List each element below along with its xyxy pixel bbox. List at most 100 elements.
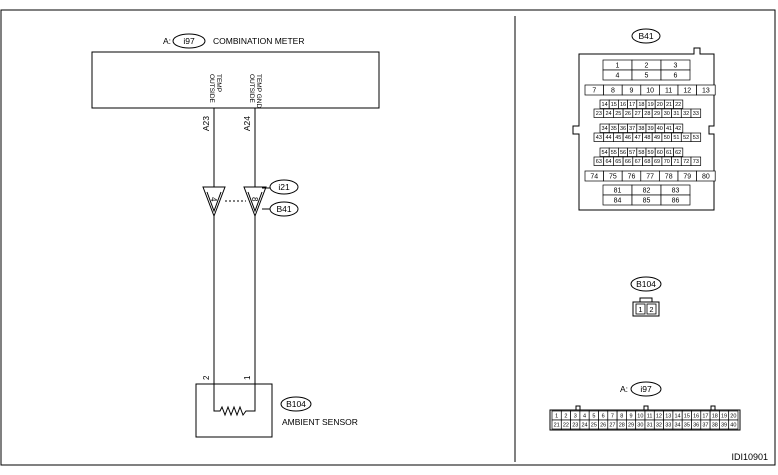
pin-cell: 8 [603, 84, 623, 96]
pin-number: 33 [665, 422, 671, 428]
pin-cell: 34 [599, 123, 610, 133]
pin-number: 32 [683, 111, 689, 117]
pin-number: 39 [721, 422, 727, 428]
pin-number: 5 [645, 73, 649, 80]
pin-number: 19 [648, 102, 654, 108]
pin-number: 10 [646, 88, 654, 95]
pin-number: 82 [643, 188, 651, 195]
pin-number: 70 [664, 159, 670, 165]
pin-cell: 54 [599, 147, 610, 157]
pin-cell: 12 [653, 410, 664, 421]
pin-cell: 51 [671, 132, 682, 142]
pin-cell: 76 [621, 170, 642, 182]
pin-cell: 7 [584, 84, 604, 96]
pin-number: 32 [656, 422, 662, 428]
pin-cell: 82 [631, 184, 662, 196]
pin-number: 28 [619, 422, 625, 428]
pin-cell: 11 [644, 410, 655, 421]
pin-number: 28 [644, 111, 650, 117]
pin-cell: 16 [618, 99, 628, 109]
pin-cell: 3 [660, 59, 691, 71]
pin-cell: 56 [618, 147, 628, 157]
pin-cell: 78 [659, 170, 679, 182]
pin-cell: 25 [613, 108, 624, 118]
b104-pin-1: 1 [638, 305, 642, 314]
pin-number: 16 [620, 102, 626, 108]
pin-cell: 23 [570, 419, 581, 430]
pin-number: 9 [630, 413, 633, 419]
combination-meter-box [91, 51, 380, 109]
pin-cell: 9 [626, 410, 637, 421]
pin-cell: 35 [681, 419, 692, 430]
pin-cell: 70 [661, 156, 672, 166]
pin-cell: 6 [598, 410, 609, 421]
b104-connector-tag: B104 [630, 276, 662, 292]
pin-number: 71 [673, 159, 679, 165]
pin-cell: 42 [673, 123, 684, 133]
pin-cell: 68 [642, 156, 653, 166]
pin-cell: 14 [599, 99, 610, 109]
sensor-name: AMBIENT SENSOR [282, 417, 358, 427]
pin-number: 3 [674, 63, 678, 70]
pin-number: 17 [629, 102, 635, 108]
pin-number: 29 [628, 422, 634, 428]
tag-b41: B41 [269, 201, 299, 217]
b104-connector-label: B104 [636, 279, 656, 289]
pin-number: 53 [693, 135, 699, 141]
pin-number: 24 [605, 111, 611, 117]
pin-cell: 69 [651, 156, 663, 166]
pin-cell: 39 [719, 419, 730, 430]
diagram-border [0, 9, 776, 466]
pin-number: 8 [611, 88, 615, 95]
pin-cell: 8 [616, 410, 627, 421]
pin-number: 47 [635, 135, 641, 141]
pin-cell: 24 [579, 419, 590, 430]
pin-number: 61 [666, 150, 672, 156]
pin-cell: 15 [681, 410, 692, 421]
pin-number: 27 [635, 111, 641, 117]
pin-cell: 80 [696, 170, 716, 182]
pin-number: 26 [600, 422, 606, 428]
pin-number: 44 [605, 135, 611, 141]
signal-1-name-line1: OUTSIDE [208, 74, 215, 104]
pin-number: 83 [672, 188, 680, 195]
pin-number: 36 [693, 422, 699, 428]
pin-cell: 28 [616, 419, 627, 430]
pin-cell: 20 [654, 99, 665, 109]
pin-cell: 10 [635, 410, 646, 421]
pin-number: 59 [648, 150, 654, 156]
pin-cell: 86 [660, 194, 691, 206]
pin-cell: 17 [700, 410, 711, 421]
pin-cell: 4 [579, 410, 590, 421]
pin-number: 68 [644, 159, 650, 165]
meter-name: COMBINATION METER [213, 36, 304, 46]
meter-connector-tag: i97 [172, 33, 206, 49]
pin-cell: 79 [677, 170, 697, 182]
pin-number: 33 [693, 111, 699, 117]
pin-cell: 33 [663, 419, 674, 430]
pin-number: 74 [590, 174, 598, 181]
pin-cell: 45 [613, 132, 624, 142]
pin-cell: 71 [671, 156, 682, 166]
pin-cell: 1 [602, 59, 633, 71]
pin-number: 56 [620, 150, 626, 156]
pin-cell: 46 [622, 132, 634, 142]
pin-cell: 35 [608, 123, 619, 133]
pin-cell: 28 [642, 108, 653, 118]
pin-number: 36 [620, 126, 626, 132]
pin-number: 9 [630, 88, 634, 95]
pin-number: 35 [684, 422, 690, 428]
pin-number: 15 [611, 102, 617, 108]
pin-number: 25 [615, 111, 621, 117]
pin-cell: 19 [719, 410, 730, 421]
pin-number: 4 [616, 73, 620, 80]
pin-cell: 77 [640, 170, 660, 182]
pin-number: 6 [602, 413, 605, 419]
pin-number: 40 [657, 126, 663, 132]
tag-b104: B104 [280, 396, 312, 412]
pin-number: 65 [615, 159, 621, 165]
pin-number: 24 [581, 422, 587, 428]
pin-number: 22 [675, 102, 681, 108]
pin-number: 31 [673, 111, 679, 117]
pin-label-a23: A23 [201, 116, 211, 131]
